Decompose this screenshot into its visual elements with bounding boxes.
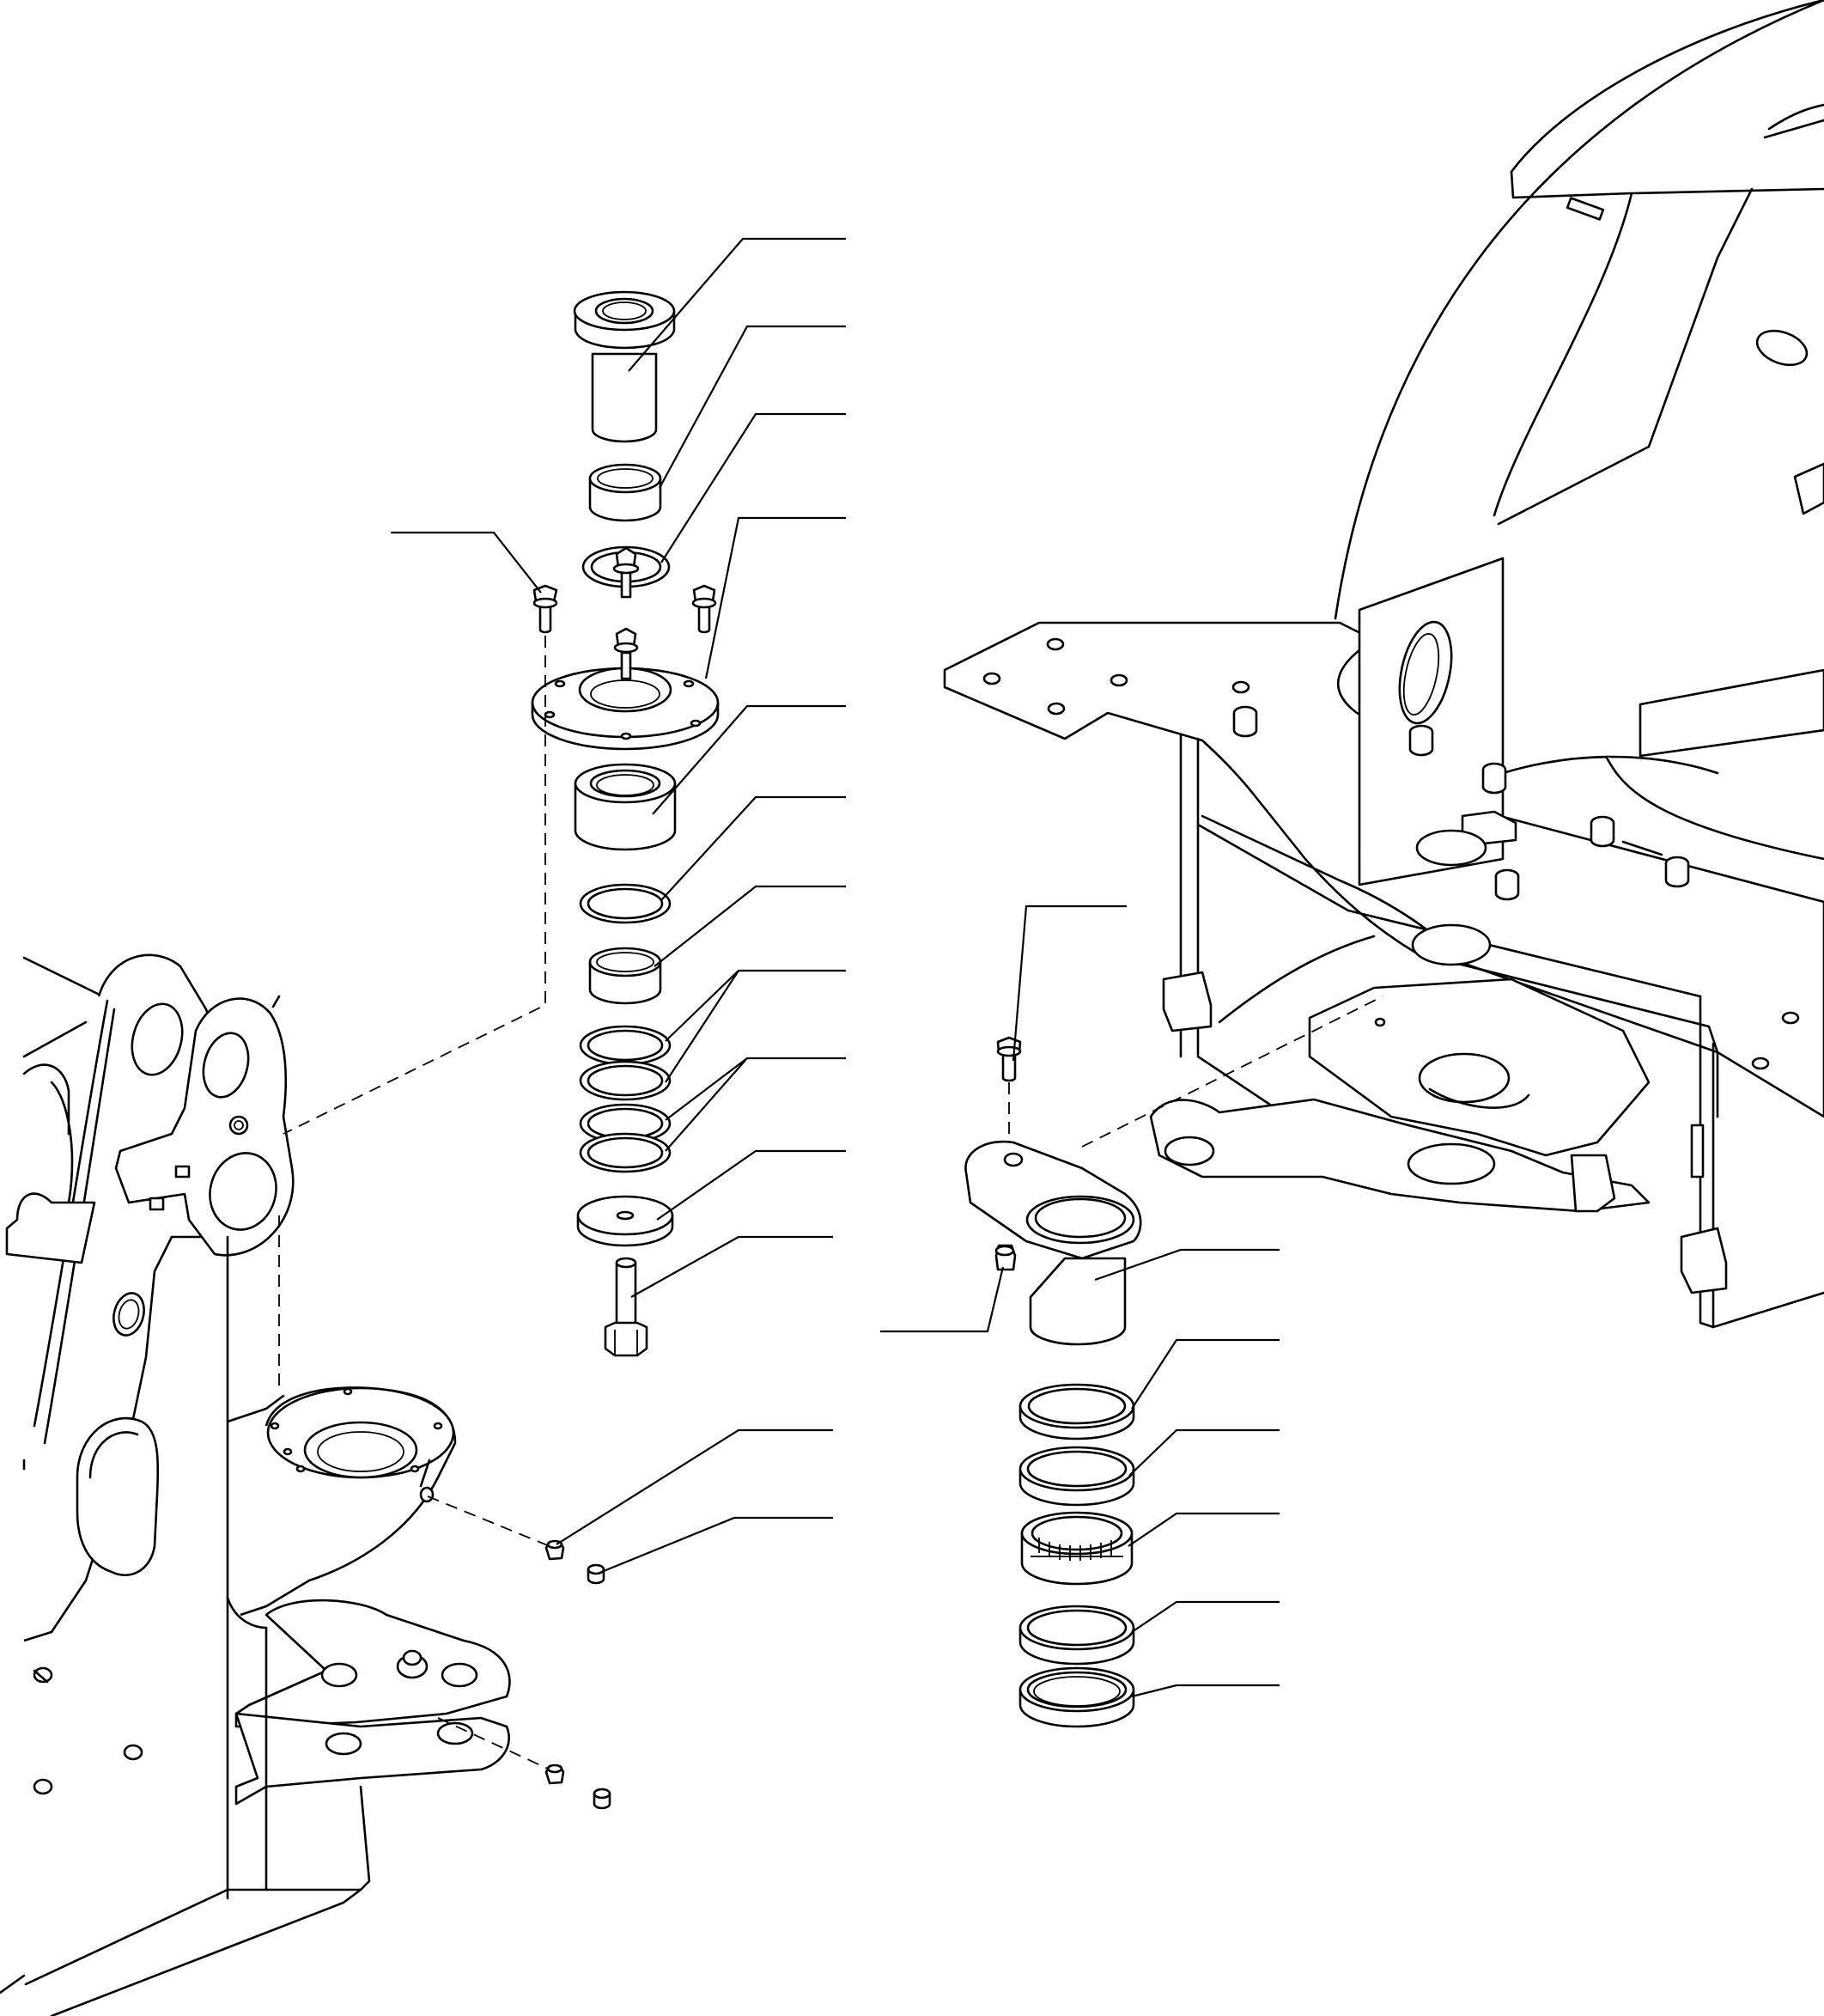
flange-bolt-right bbox=[691, 584, 717, 634]
left-lower-bracket bbox=[0, 1596, 511, 2016]
assembly-centerlines bbox=[278, 636, 1383, 1770]
leader-10 bbox=[656, 1149, 846, 1221]
leader-20 bbox=[1128, 1512, 1280, 1547]
callout-leaders bbox=[391, 237, 1280, 1698]
plug-cap-1 bbox=[587, 1563, 605, 1585]
leader-12 bbox=[556, 1428, 833, 1545]
right-seal-1 bbox=[1018, 1383, 1135, 1440]
leader-3 bbox=[660, 412, 846, 563]
leader-21 bbox=[1131, 1600, 1280, 1633]
leader-8 bbox=[665, 969, 846, 1083]
flanged-bushing-top bbox=[573, 290, 676, 443]
right-grease-nipple bbox=[994, 1244, 1017, 1271]
leader-15 bbox=[1012, 904, 1127, 1062]
leader-6 bbox=[660, 795, 846, 901]
right-bolt bbox=[996, 1036, 1022, 1082]
leader-13 bbox=[599, 1516, 833, 1574]
leader-19 bbox=[1128, 1428, 1280, 1477]
bearing-flange bbox=[531, 667, 720, 751]
right-seal-4 bbox=[1018, 1666, 1135, 1728]
leader-9 bbox=[665, 1057, 846, 1152]
bushing-ring-2 bbox=[588, 947, 662, 1005]
flanged-sleeve-bracket bbox=[964, 1140, 1142, 1346]
frame-side-wall bbox=[1358, 557, 1824, 886]
leader-14 bbox=[391, 531, 542, 594]
shim-ring-1 bbox=[579, 1025, 672, 1066]
leader-11 bbox=[630, 1235, 833, 1298]
needle-bearing bbox=[1020, 1511, 1134, 1586]
frame-bosses bbox=[1232, 705, 1690, 901]
bushing-ring-1 bbox=[588, 463, 662, 522]
fender-panel bbox=[1334, 0, 1824, 620]
leader-7 bbox=[654, 885, 846, 967]
thrust-washer bbox=[576, 1195, 674, 1247]
frame-lower-bracket bbox=[1149, 978, 1651, 1213]
leader-22 bbox=[1131, 1684, 1280, 1698]
frame-lower-body bbox=[1162, 733, 1824, 1329]
seal-ring-2 bbox=[579, 883, 672, 924]
leader-18 bbox=[1131, 1338, 1280, 1410]
flange-bolt-left bbox=[532, 584, 558, 634]
grease-nipple-2 bbox=[544, 1763, 565, 1785]
leader-17 bbox=[1094, 1248, 1280, 1282]
plug-cap-2 bbox=[593, 1788, 611, 1810]
flange-bolt-center-2 bbox=[613, 627, 639, 680]
flange-bolt-center-1 bbox=[612, 546, 640, 599]
grease-nipple-1 bbox=[544, 1539, 565, 1561]
right-seal-2 bbox=[1018, 1446, 1135, 1507]
leader-2 bbox=[659, 325, 846, 489]
shim-ring-4 bbox=[579, 1132, 672, 1173]
right-seal-3 bbox=[1018, 1605, 1135, 1666]
leader-1 bbox=[628, 237, 846, 372]
hex-bolt bbox=[604, 1257, 648, 1357]
leader-4 bbox=[704, 516, 846, 679]
bearing-housing bbox=[574, 763, 677, 851]
leader-5 bbox=[652, 704, 846, 815]
leader-16 bbox=[880, 1266, 1005, 1333]
shim-ring-3 bbox=[579, 1103, 672, 1144]
shim-ring-2 bbox=[579, 1060, 672, 1101]
left-mount-flange bbox=[240, 1386, 457, 1617]
